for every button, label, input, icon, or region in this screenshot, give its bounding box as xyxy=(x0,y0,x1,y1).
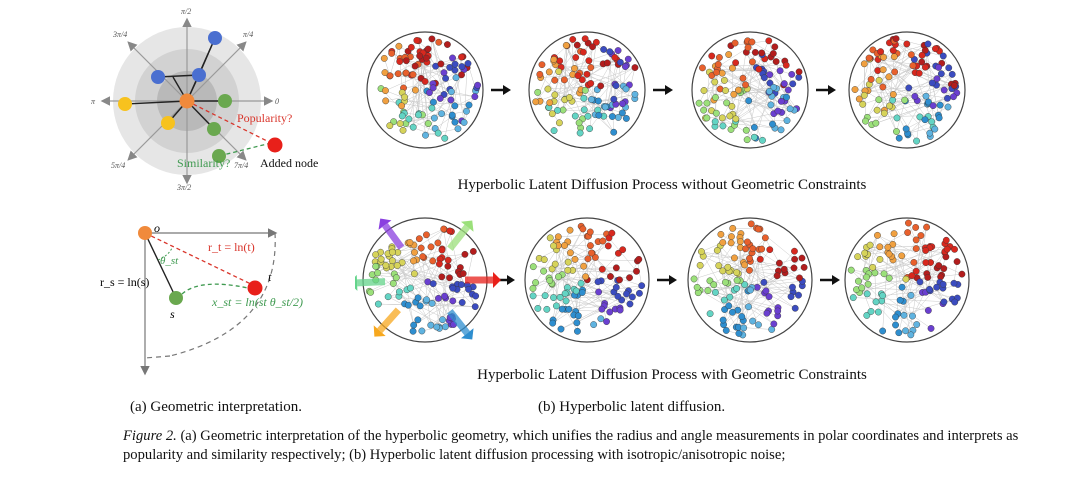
angle-label-right: 0 xyxy=(275,97,279,106)
node-origin xyxy=(138,226,152,240)
diffusion-disk xyxy=(366,31,484,149)
polar-diagram: π/2 3π/4 π/4 π 0 5π/4 7π/4 3π/2 Populari… xyxy=(91,7,318,192)
anisotropic-noise-arrows xyxy=(355,218,501,340)
boundary-arc-end xyxy=(144,355,171,359)
node-origin xyxy=(179,93,195,109)
diffusion-disk xyxy=(524,217,650,343)
rs-label: r_s = ln(s) xyxy=(100,275,149,289)
diffusion-disk xyxy=(691,31,809,149)
rs-line xyxy=(144,232,177,299)
rt-line xyxy=(144,232,256,287)
added-node-label: Added node xyxy=(260,156,318,170)
node-added xyxy=(267,137,283,153)
angle-label-upper-right: π/4 xyxy=(243,30,253,39)
arrow-icon xyxy=(491,85,511,95)
distance-diagram: o r_t = ln(t) θ_st r_s = ln(s) t s x_st … xyxy=(100,221,303,376)
t-label: t xyxy=(268,270,272,284)
node-cloud xyxy=(695,37,803,144)
origin-label: o xyxy=(154,221,160,235)
node-green xyxy=(212,149,226,163)
angle-label-upper-left: 3π/4 xyxy=(112,30,127,39)
node-blue xyxy=(192,68,206,82)
node-blue xyxy=(208,31,222,45)
s-label: s xyxy=(170,307,175,321)
diffusion-disk xyxy=(687,217,813,343)
node-green xyxy=(207,122,221,136)
diffusion-disk xyxy=(528,31,646,149)
angle-label-top: π/2 xyxy=(181,7,191,16)
node-cloud xyxy=(690,220,808,339)
node-cloud xyxy=(365,225,480,335)
node-yellow xyxy=(161,116,175,130)
panel-a-sublabel: (a) Geometric interpretation. xyxy=(130,399,303,415)
node-cloud xyxy=(851,35,961,145)
angle-label-lower-left: 5π/4 xyxy=(111,161,125,170)
node-blue xyxy=(151,70,165,84)
caption-text: (a) Geometric interpretation of the hype… xyxy=(123,428,1019,463)
boundary-arc xyxy=(169,232,276,357)
diffusion-figure xyxy=(355,31,970,343)
node-t xyxy=(247,280,263,296)
diffusion-disk xyxy=(844,217,970,343)
figure-label: Figure 2. xyxy=(123,428,177,444)
popularity-link xyxy=(186,100,272,144)
node-cloud xyxy=(377,35,482,142)
node-cloud xyxy=(847,219,966,339)
angle-label-bottom: 3π/2 xyxy=(176,183,191,192)
theta-arc xyxy=(157,247,173,261)
angle-label-lower-right: 7π/4 xyxy=(234,161,248,170)
node-green xyxy=(218,94,232,108)
node-yellow xyxy=(118,97,132,111)
node-cloud xyxy=(532,35,639,137)
arrow-icon xyxy=(820,275,840,285)
angle-label-left: π xyxy=(91,97,96,106)
node-s xyxy=(169,291,183,305)
arrow-icon xyxy=(657,275,677,285)
xst-label: x_st = ln(st θ_st/2) xyxy=(211,295,303,309)
theta-label: θ_st xyxy=(160,255,179,267)
arrow-icon xyxy=(653,85,673,95)
xst-curve xyxy=(181,283,249,295)
similarity-link xyxy=(218,142,272,157)
node-cloud xyxy=(529,222,646,335)
panel-b-sublabel: (b) Hyperbolic latent diffusion. xyxy=(538,399,726,415)
diffusion-disk xyxy=(848,31,966,149)
rt-label: r_t = ln(t) xyxy=(208,240,255,254)
similarity-label: Similarity? xyxy=(177,156,230,170)
row1-title: Hyperbolic Latent Diffusion Process with… xyxy=(457,177,867,193)
figure-caption: Figure 2. (a) Geometric interpretation o… xyxy=(123,427,1023,465)
row2-title: Hyperbolic Latent Diffusion Process with… xyxy=(477,367,867,383)
arrow-icon xyxy=(816,85,836,95)
popularity-label: Popularity? xyxy=(237,111,292,125)
